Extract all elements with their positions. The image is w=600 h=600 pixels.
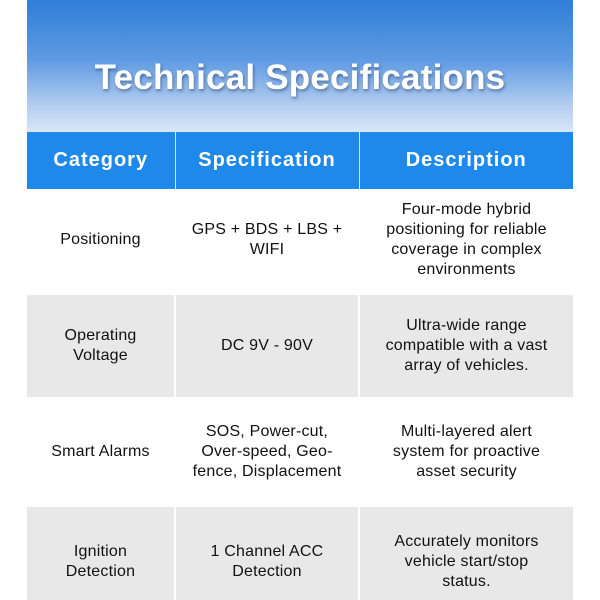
category-text: Ignition Detection [65,543,136,580]
page-title: Technical Specifications [94,58,506,97]
description-cell: Four-mode hybrid positioning for reliabl… [359,189,573,295]
table-row: Smart Alarms SOS, Power-cut, Over-speed,… [27,399,573,507]
category-text: Positioning [60,231,141,248]
description-cell: Accurately monitors vehicle start/stop s… [359,505,573,600]
table-row: Operating Voltage DC 9V - 90V Ultra-wide… [27,293,573,401]
specification-text: 1 Channel ACC Detection [210,543,324,580]
column-header-category: Category [27,132,176,189]
description-text: Four-mode hybrid positioning for reliabl… [386,201,547,278]
specification-text: DC 9V - 90V [220,337,313,354]
specification-cell: 1 Channel ACC Detection [175,505,360,600]
description-text: Accurately monitors vehicle start/stop s… [394,533,539,590]
category-text: Operating Voltage [64,327,137,364]
header-row: Category Specification Description [27,132,573,189]
description-text: Ultra-wide range compatible with a vast … [385,317,548,374]
category-cell: Positioning [27,189,176,295]
description-cell: Ultra-wide range compatible with a vast … [359,293,573,401]
category-text: Smart Alarms [51,443,150,460]
spec-table: Category Specification Description Posit… [27,132,573,600]
title-banner: Technical Specifications [27,0,573,132]
category-cell: Smart Alarms [27,399,176,507]
table-row: Ignition Detection 1 Channel ACC Detecti… [27,505,573,600]
column-header-specification: Specification [175,132,360,189]
specification-cell: GPS + BDS + LBS + WIFI [175,189,360,295]
column-header-description: Description [359,132,573,189]
category-cell: Ignition Detection [27,505,176,600]
description-cell: Multi-layered alert system for proactive… [359,399,573,507]
specification-cell: DC 9V - 90V [175,293,360,401]
specification-text: GPS + BDS + LBS + WIFI [191,221,343,258]
category-cell: Operating Voltage [27,293,176,401]
table-body: Positioning GPS + BDS + LBS + WIFI Four-… [27,189,573,600]
description-text: Multi-layered alert system for proactive… [392,423,541,480]
table-header: Category Specification Description [27,132,573,189]
specification-text: SOS, Power-cut, Over-speed, Geo-fence, D… [192,423,342,480]
table-row: Positioning GPS + BDS + LBS + WIFI Four-… [27,189,573,295]
specification-cell: SOS, Power-cut, Over-speed, Geo-fence, D… [175,399,360,507]
